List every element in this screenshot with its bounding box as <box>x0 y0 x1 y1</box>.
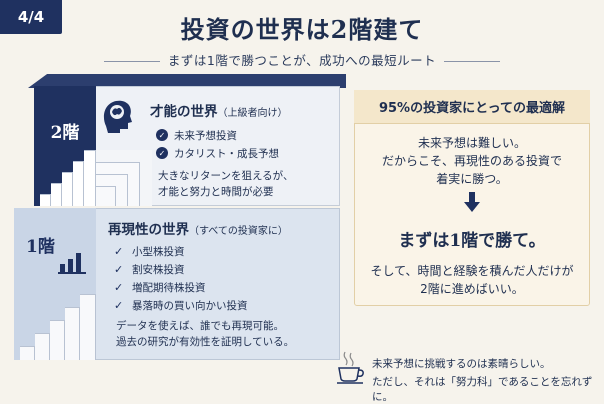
floor1-note: データを使えば、誰でも再現可能。 過去の研究が有効性を証明している。 <box>116 318 294 350</box>
list-item: ✓ 増配期待株投資 <box>114 278 248 296</box>
floor2-note-line: 大きなリターンを狙えるが、 <box>158 170 294 182</box>
stair-step <box>96 186 116 206</box>
floor1-note-line: データを使えば、誰でも再現可能。 <box>116 320 284 332</box>
footer-line-2: ただし、それは「努力科」であることを忘れずに。 <box>372 376 593 403</box>
floor1-note-line: 過去の研究が有効性を証明している。 <box>116 336 295 348</box>
floor1-label: 1階 <box>26 237 55 257</box>
page-title: 投資の世界は2階建て <box>180 15 424 44</box>
floor1-heading-text: 再現性の世界 <box>108 222 189 238</box>
floor2-note: 大きなリターンを狙えるが、 才能と努力と時間が必要 <box>158 168 293 200</box>
subtitle-rule-right <box>444 61 501 62</box>
subtitle-text: まずは1階で勝つことが、成功への最短ルート <box>167 53 437 68</box>
floor1-item-label: 暴落時の買い向かい投資 <box>132 299 248 312</box>
floor1-heading: 再現性の世界（すべての投資家に） <box>108 218 288 238</box>
advice-panel-bottom-text: そして、時間と経験を積んだ人だけが 2階に進めばいい。 <box>354 262 590 298</box>
stair-step <box>20 346 35 360</box>
floor2-heading-note: （上級者向け） <box>217 108 288 119</box>
stair-step <box>73 161 84 206</box>
advice-panel-header: 95%の投資家にとっての最適解 <box>354 90 590 124</box>
list-item: ✓ 割安株投資 <box>114 260 248 278</box>
footer-line-1: 未来予想に挑戦するのは素晴らしい。 <box>372 358 551 370</box>
stair-step <box>40 194 51 206</box>
brain-head-icon <box>103 100 132 133</box>
stair-step <box>35 333 50 360</box>
floor1-item-label: 割安株投資 <box>132 263 185 276</box>
list-item: ✓ 未来予想投資 <box>156 126 279 144</box>
check-circle-icon: ✓ <box>156 147 168 159</box>
building-roof <box>28 74 346 88</box>
advice-line: 未来予想は難しい。 <box>417 136 526 150</box>
advice-line: だからこそ、再現性のある投資で <box>381 154 562 168</box>
list-item: ✓ 暴落時の買い向かい投資 <box>114 296 248 314</box>
advice-panel-top-text: 未来予想は難しい。 だからこそ、再現性のある投資で 着実に勝つ。 <box>354 134 590 188</box>
list-item: ✓ 小型株投資 <box>114 242 248 260</box>
coffee-cup-icon <box>337 351 364 384</box>
floor1-heading-note: （すべての投資家に） <box>189 226 288 237</box>
bar-chart-icon <box>58 253 86 274</box>
arrow-down-icon <box>464 192 480 212</box>
page-number-badge: 4/4 <box>0 0 62 34</box>
floor2-label: 2階 <box>50 123 80 143</box>
subtitle-rule-left <box>103 61 160 62</box>
floor2-item-label: 未来予想投資 <box>174 129 237 142</box>
check-icon: ✓ <box>114 244 124 258</box>
floor1-stairs <box>20 294 96 360</box>
floor2-item-label: カタリスト・成長予想 <box>174 147 279 160</box>
page-subtitle: まずは1階で勝つことが、成功への最短ルート <box>0 50 604 69</box>
floor2-stairs-right <box>96 150 152 206</box>
advice-line: 2階に進めばいい。 <box>420 282 524 296</box>
check-icon: ✓ <box>114 298 124 312</box>
advice-panel-emphasis: まずは1階で勝て。 <box>398 231 546 251</box>
stair-step <box>65 307 80 360</box>
floor1-item-list: ✓ 小型株投資 ✓ 割安株投資 ✓ 増配期待株投資 ✓ 暴落時の買い向かい投資 <box>114 242 248 314</box>
stair-step <box>84 150 96 206</box>
floor2-note-line: 才能と努力と時間が必要 <box>158 186 274 198</box>
floor2-heading: 才能の世界（上級者向け） <box>150 100 288 120</box>
check-circle-icon: ✓ <box>156 129 168 141</box>
list-item: ✓ カタリスト・成長予想 <box>156 144 279 162</box>
check-icon: ✓ <box>114 280 124 294</box>
floor2-item-list: ✓ 未来予想投資 ✓ カタリスト・成長予想 <box>156 126 279 162</box>
stair-step <box>62 172 73 206</box>
stair-step <box>80 294 96 360</box>
floor1-item-label: 小型株投資 <box>132 245 185 258</box>
advice-line: 着実に勝つ。 <box>436 172 508 186</box>
check-icon: ✓ <box>114 262 124 276</box>
stair-step <box>51 183 62 206</box>
floor1-item-label: 増配期待株投資 <box>132 281 206 294</box>
floor2-heading-text: 才能の世界 <box>150 104 218 120</box>
advice-line: そして、時間と経験を積んだ人だけが <box>370 264 574 278</box>
floor2-stairs <box>40 150 96 206</box>
stair-step <box>50 320 65 360</box>
